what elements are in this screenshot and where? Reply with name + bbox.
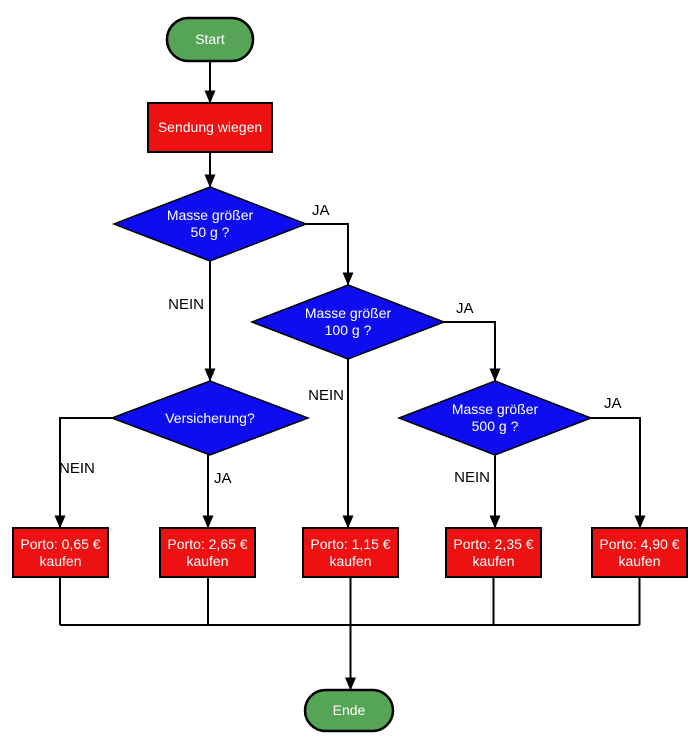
porto-065-node: [12, 527, 109, 578]
start-node: [165, 16, 255, 63]
porto-490-node: [591, 527, 688, 578]
edge-mass50-ja-to-mass100: [306, 223, 354, 286]
porto-265-node: [159, 527, 256, 578]
porto-235-node: [445, 527, 542, 578]
edge-mass100-ja-to-mass500: [444, 321, 501, 382]
mass100-decision-node: [249, 284, 447, 360]
edge-insurance-nein-to-porto065: [54, 417, 112, 529]
insurance-decision-node: [109, 380, 311, 456]
edge-mass500-ja-to-porto490: [591, 417, 646, 529]
mass500-decision-node: [396, 380, 594, 456]
weigh-node: [147, 102, 273, 153]
porto-115-node: [302, 527, 399, 578]
mass50-decision-node: [111, 186, 309, 262]
ende-node: [303, 688, 395, 733]
